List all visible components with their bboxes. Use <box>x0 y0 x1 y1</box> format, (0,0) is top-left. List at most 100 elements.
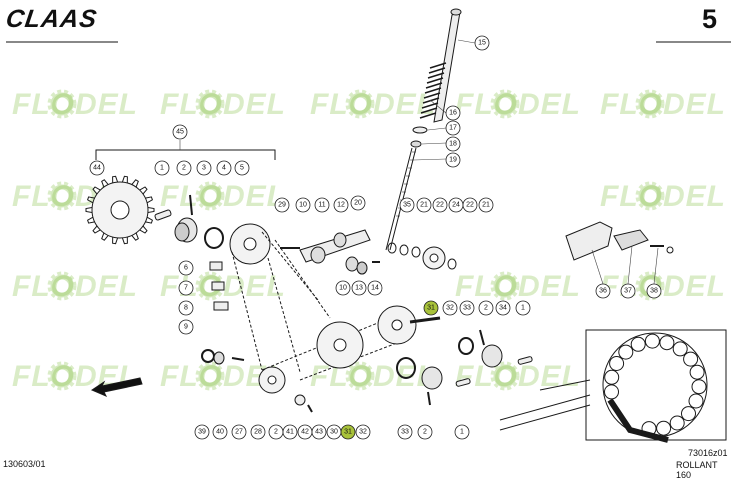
svg-text:22: 22 <box>466 202 474 209</box>
pin <box>154 209 172 221</box>
svg-text:21: 21 <box>420 202 428 209</box>
svg-text:22: 22 <box>436 202 444 209</box>
baler-outline <box>499 329 727 443</box>
callout-2: 2 <box>176 160 192 176</box>
svg-text:45: 45 <box>176 129 184 136</box>
watermark: FLODEL <box>600 180 726 213</box>
svg-text:12: 12 <box>337 202 345 209</box>
group-bracket <box>95 149 276 160</box>
document-code: 130603/01 <box>3 459 46 469</box>
offset-link <box>213 301 229 311</box>
watermark: FLODEL <box>12 270 138 303</box>
svg-text:3: 3 <box>202 165 206 172</box>
svg-text:34: 34 <box>499 305 507 312</box>
svg-text:2: 2 <box>484 305 488 312</box>
callout-41: 41 <box>282 424 298 440</box>
svg-text:11: 11 <box>318 202 325 209</box>
svg-text:33: 33 <box>401 429 409 436</box>
gear-icon <box>490 271 520 301</box>
callout-3: 3 <box>196 160 212 176</box>
model-name: ROLLANT 160 <box>676 460 718 480</box>
callout-30: 30 <box>326 424 342 440</box>
callout-43: 43 <box>311 424 327 440</box>
svg-text:15: 15 <box>478 40 486 47</box>
svg-text:2: 2 <box>182 165 186 172</box>
svg-text:36: 36 <box>599 288 607 295</box>
callout-4: 4 <box>216 160 232 176</box>
callout-22: 22 <box>462 197 478 213</box>
page-number: 5 <box>702 4 718 34</box>
svg-text:14: 14 <box>371 285 379 292</box>
callout-1: 1 <box>154 160 170 176</box>
svg-text:8: 8 <box>184 305 188 312</box>
svg-text:9: 9 <box>184 324 188 331</box>
watermark: FLODEL <box>455 360 581 393</box>
callout-12: 12 <box>333 197 349 213</box>
callout-6: 6 <box>178 260 194 276</box>
callout-37: 37 <box>620 283 636 299</box>
bolt <box>189 194 193 216</box>
callout-42: 42 <box>297 424 313 440</box>
watermark: FLODEL <box>160 88 286 121</box>
callout-9: 9 <box>178 319 194 335</box>
svg-text:29: 29 <box>278 202 286 209</box>
drawing-code: 73016z01 <box>688 448 728 458</box>
gear-icon <box>345 89 375 119</box>
nut <box>410 140 422 148</box>
svg-text:10: 10 <box>339 285 347 292</box>
gear-icon <box>47 89 77 119</box>
callout-13: 13 <box>351 280 367 296</box>
svg-text:1: 1 <box>160 165 164 172</box>
svg-text:38: 38 <box>650 288 658 295</box>
sprocket-drive <box>377 305 417 345</box>
callout-36: 36 <box>595 283 611 299</box>
svg-text:31: 31 <box>427 305 435 312</box>
callout-14: 14 <box>367 280 383 296</box>
callout-33: 33 <box>459 300 475 316</box>
svg-text:27: 27 <box>235 429 243 436</box>
svg-text:32: 32 <box>359 429 367 436</box>
gear-icon <box>490 89 520 119</box>
svg-text:41: 41 <box>286 429 294 436</box>
sprocket-28 <box>258 366 286 394</box>
svg-text:19: 19 <box>449 157 457 164</box>
gear-icon <box>195 181 225 211</box>
tension-arm <box>299 229 371 263</box>
callout-20: 20 <box>350 195 366 211</box>
clamp <box>613 229 649 251</box>
gear-icon <box>635 89 665 119</box>
gear-icon <box>47 181 77 211</box>
callout-8: 8 <box>178 300 194 316</box>
callout-32: 32 <box>442 300 458 316</box>
svg-text:1: 1 <box>460 429 464 436</box>
svg-text:20: 20 <box>354 200 362 207</box>
svg-text:5: 5 <box>240 165 244 172</box>
callout-10: 10 <box>295 197 311 213</box>
watermark: FLODEL <box>12 88 138 121</box>
gear-icon <box>195 361 225 391</box>
callout-29: 29 <box>274 197 290 213</box>
shaft <box>409 316 441 324</box>
tension-rod <box>433 11 461 123</box>
gear-icon <box>490 361 520 391</box>
svg-text:32: 32 <box>446 305 454 312</box>
callout-1: 1 <box>515 300 531 316</box>
gear-icon <box>635 181 665 211</box>
gear-icon <box>195 89 225 119</box>
svg-text:44: 44 <box>93 165 101 172</box>
watermark: FLODEL <box>455 270 581 303</box>
callout-22: 22 <box>432 197 448 213</box>
svg-text:28: 28 <box>254 429 262 436</box>
callout-16: 16 <box>445 105 461 121</box>
callout-7: 7 <box>178 280 194 296</box>
gear-icon <box>47 271 77 301</box>
callout-18: 18 <box>445 136 461 152</box>
callout-31: 31 <box>340 424 356 440</box>
idler-sprocket <box>422 246 446 270</box>
watermark: FLODEL <box>455 88 581 121</box>
watermark: FLODEL <box>600 270 726 303</box>
svg-text:10: 10 <box>299 202 307 209</box>
callout-5: 5 <box>234 160 250 176</box>
